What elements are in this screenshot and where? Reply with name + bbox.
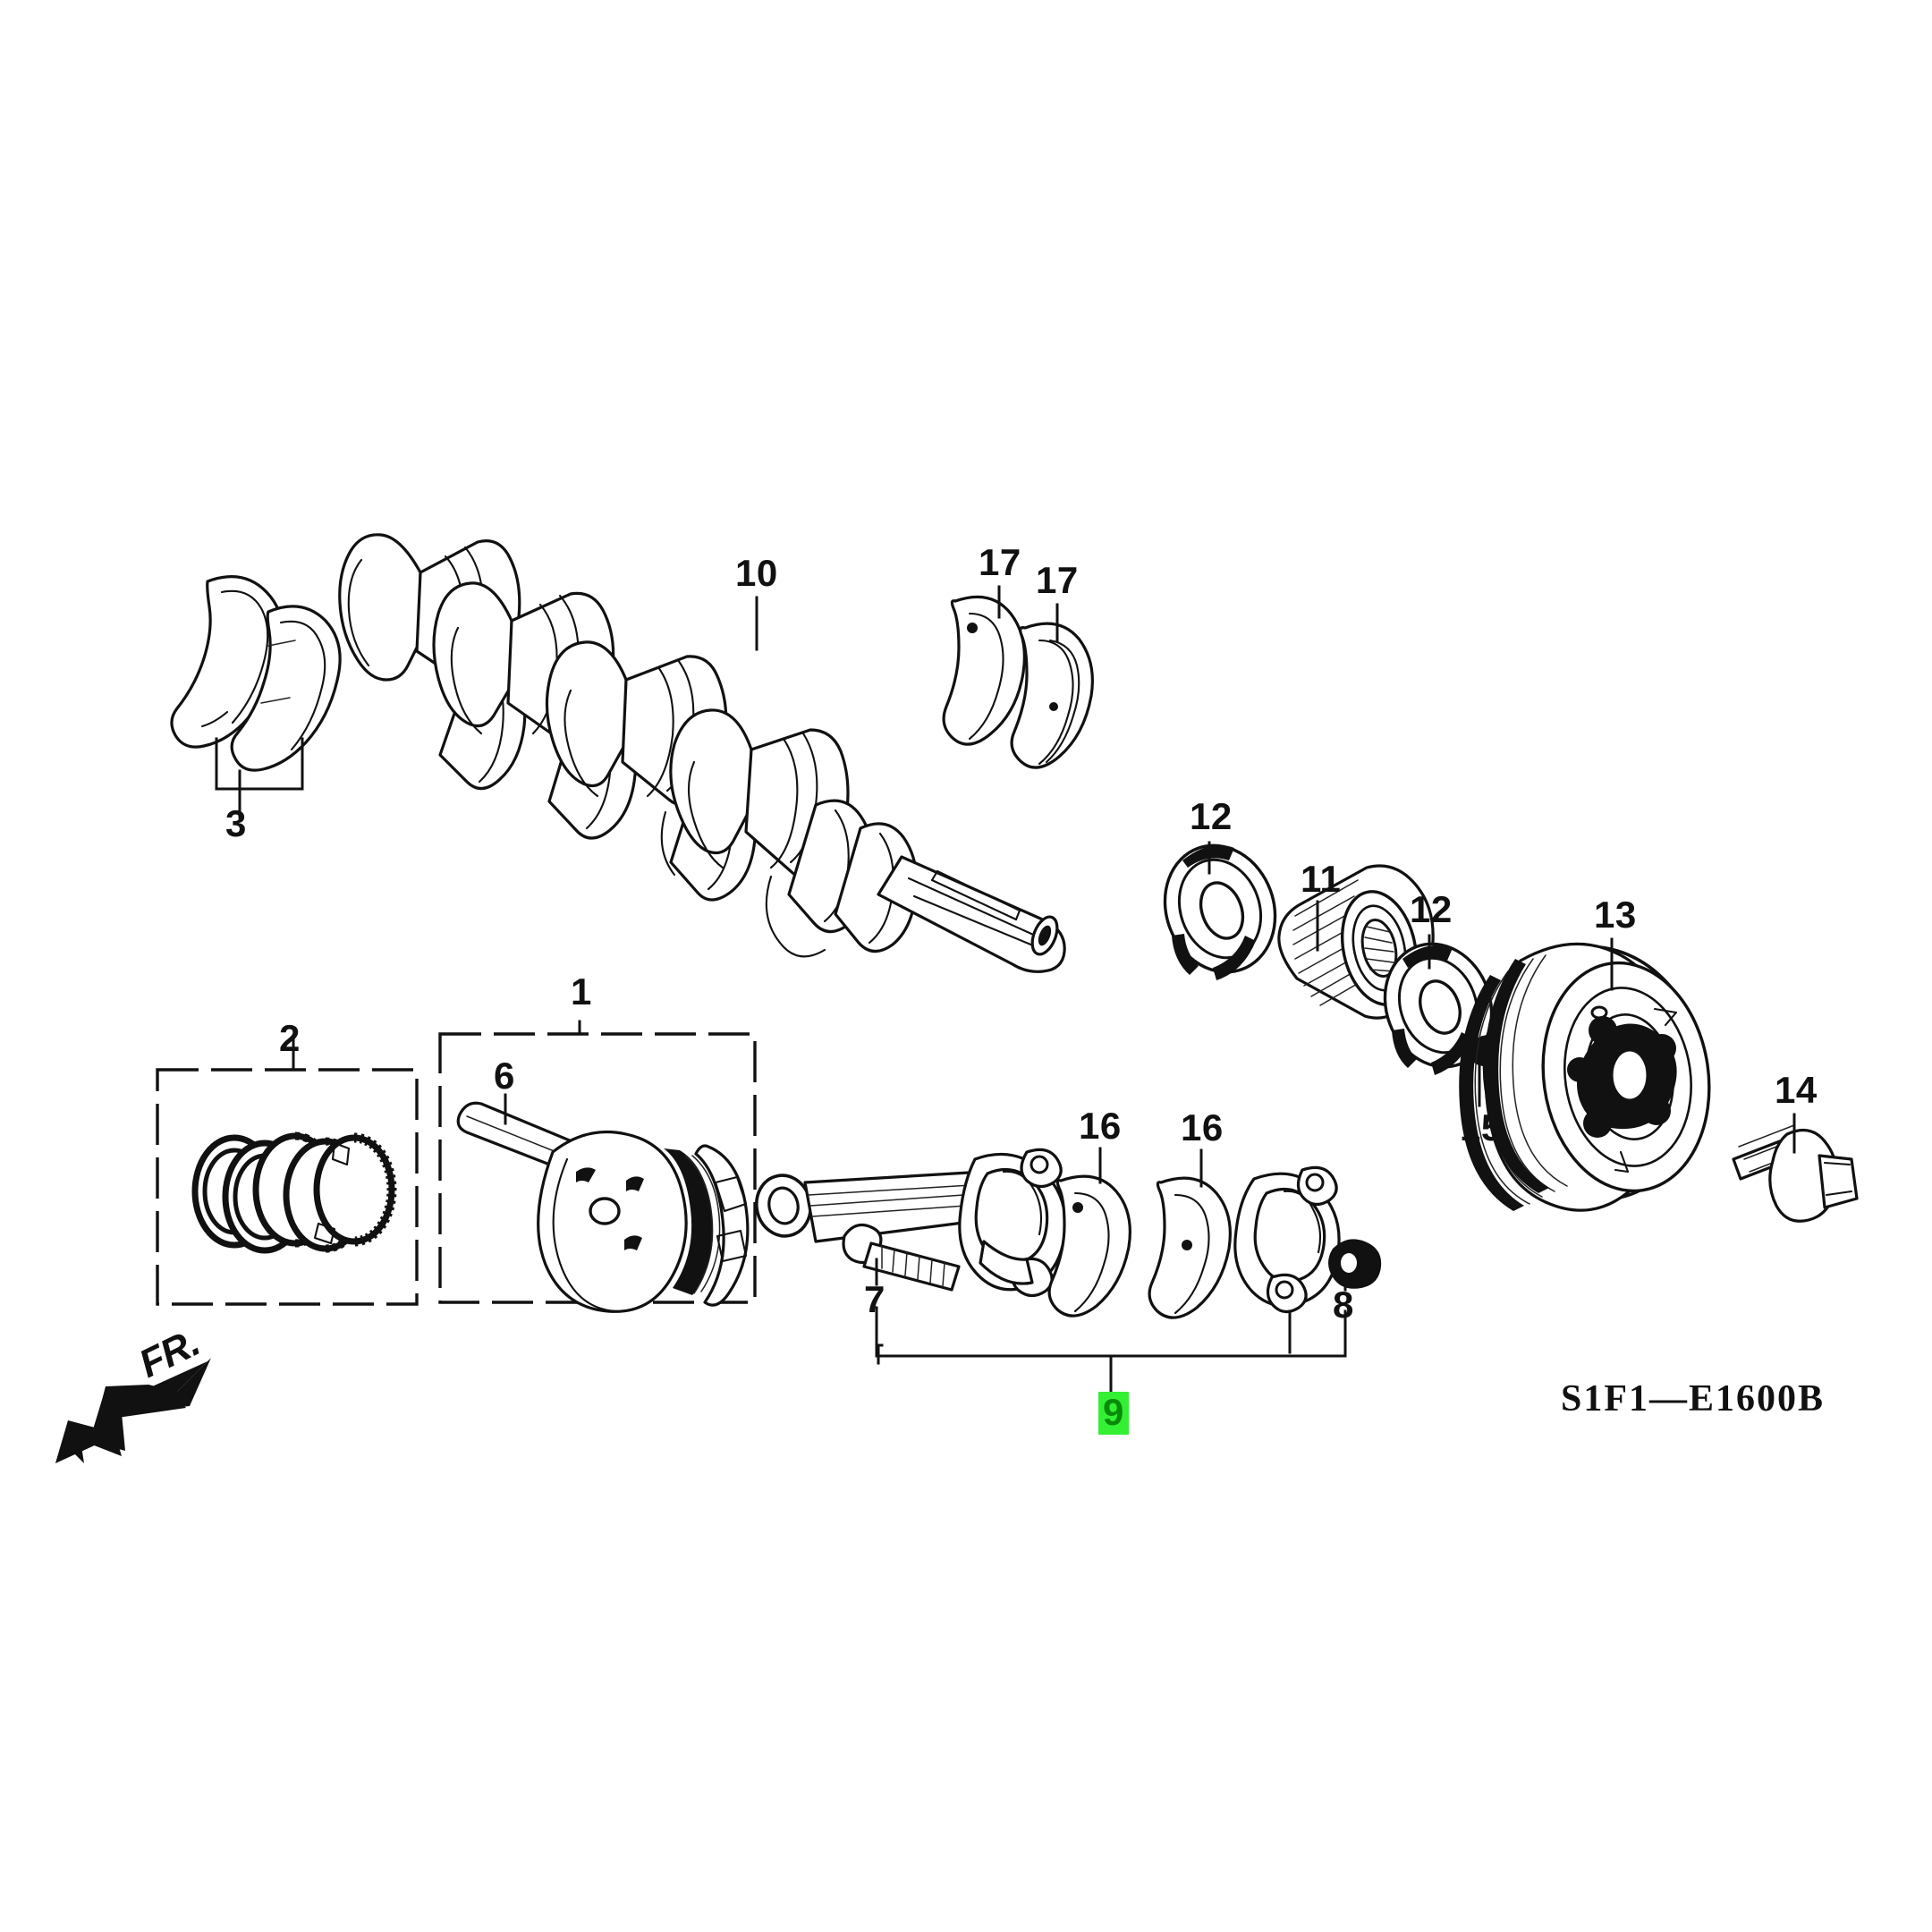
callout-17-left[interactable]: 17 [979,541,1021,583]
fr-arrow-icon [55,1358,211,1463]
part-piston-ring-set[interactable] [191,1131,397,1254]
part-connecting-rod[interactable] [751,1148,1067,1365]
part-piston-assembly-box[interactable] [438,1020,757,1304]
callout-17-right[interactable]: 17 [1036,559,1079,601]
callout-12-right[interactable]: 12 [1410,888,1453,930]
part-main-bearing-1[interactable] [942,585,1026,746]
part-main-bearing-2[interactable] [1010,603,1094,769]
part-crankshaft-pulley-bolt[interactable] [1732,1113,1859,1223]
part-piston-ring-set-box[interactable] [156,1034,419,1306]
callout-3[interactable]: 3 [225,802,247,844]
part-crankshaft-pulley[interactable] [1459,932,1724,1214]
callout-9-bracket [875,1343,1347,1395]
callout-9[interactable]: 9 [1098,1392,1129,1435]
part-rod-bearing-1[interactable] [1047,1147,1131,1318]
part-piston[interactable] [537,1131,750,1313]
part-washer-left[interactable] [1148,830,1292,987]
callout-8[interactable]: 8 [1333,1284,1354,1326]
callout-12-left[interactable]: 12 [1190,795,1233,837]
callout-10[interactable]: 10 [735,552,778,594]
callout-6[interactable]: 6 [494,1055,515,1097]
diagram-code: S1F1—E1600B [1561,1378,1826,1419]
part-connecting-rod-cap[interactable] [1233,1165,1341,1354]
callout-15[interactable]: 15 [1460,1106,1503,1148]
callout-11[interactable]: 11 [1301,858,1342,900]
callout-7[interactable]: 7 [864,1278,886,1320]
callout-16-left[interactable]: 16 [1079,1105,1122,1147]
callout-16-right[interactable]: 16 [1181,1106,1224,1148]
part-crankshaft[interactable] [338,533,1066,973]
part-thrust-washer-pair[interactable] [170,575,342,819]
part-rod-bearing-2[interactable] [1148,1148,1232,1319]
callout-1[interactable]: 1 [571,970,592,1013]
callout-13[interactable]: 13 [1594,894,1637,936]
callout-14[interactable]: 14 [1775,1069,1818,1111]
callout-2[interactable]: 2 [279,1017,301,1059]
